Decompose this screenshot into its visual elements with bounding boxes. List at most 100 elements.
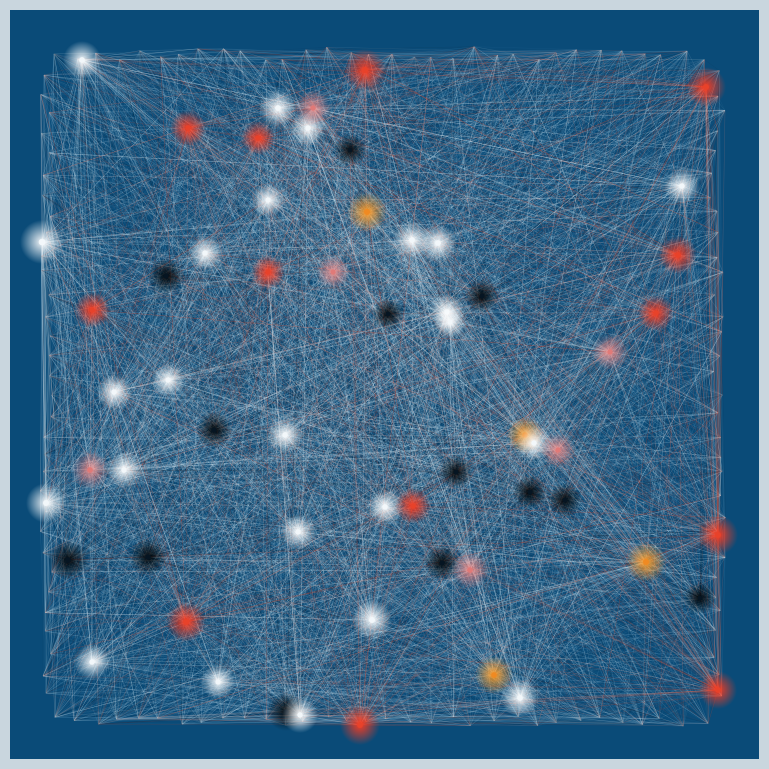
graph-edge (371, 619, 715, 658)
graph-edge (257, 86, 707, 139)
graph-edge (45, 53, 55, 694)
graph-edge (95, 52, 269, 273)
graph-edge (240, 50, 540, 60)
graph-edge (580, 610, 721, 721)
graph-edge (222, 54, 393, 719)
graph-edge (481, 254, 679, 297)
graph-edge (42, 675, 660, 719)
graph-edge (48, 152, 624, 723)
graph-edge (385, 517, 726, 720)
graph-edge (431, 534, 719, 724)
graph-edge (49, 355, 91, 471)
artwork-canvas (10, 10, 759, 759)
graph-edge (67, 49, 602, 561)
graph-edge (601, 50, 647, 563)
graph-edge (285, 57, 432, 713)
graph-edge (138, 695, 722, 719)
graph-edge (312, 49, 602, 109)
graph-edge (42, 195, 557, 723)
graph-edge (366, 56, 415, 213)
graph-edge (178, 54, 206, 254)
graph-edge (43, 174, 719, 414)
graph-edge (257, 137, 526, 436)
graph-edge (41, 54, 498, 257)
graph-edge (42, 675, 223, 719)
graph-edge (187, 127, 724, 273)
graph-edge (599, 50, 688, 718)
graph-edge (49, 355, 75, 721)
graph-edge (81, 59, 711, 198)
graph-edge (43, 355, 50, 438)
graph-edge (49, 185, 683, 337)
graph-edge (365, 130, 719, 722)
graph-edge (81, 59, 611, 353)
graph-edge (431, 597, 701, 724)
graph-edge (49, 375, 559, 451)
graph-edge (113, 231, 719, 393)
graph-edge (178, 54, 535, 444)
graph-edge (44, 295, 483, 632)
graph-edge (599, 50, 688, 718)
graph-edge (414, 56, 643, 725)
graph-edge (217, 681, 471, 727)
graph-edge (113, 391, 387, 720)
graph-edge (410, 239, 413, 723)
graph-edge (40, 94, 624, 723)
graph-edge (50, 416, 386, 508)
graph-edge (50, 434, 286, 655)
graph-edge (98, 69, 366, 725)
graph-edge (41, 133, 44, 554)
graph-edge (223, 48, 448, 313)
graph-edge (42, 556, 149, 677)
graph-edge (200, 321, 451, 723)
graph-edge (95, 52, 352, 54)
graph-edge (113, 391, 684, 727)
graph-edge (41, 130, 718, 257)
graph-edge (384, 506, 624, 723)
graph-edge (49, 355, 56, 718)
graph-edge (473, 46, 624, 723)
graph-edge (43, 50, 241, 438)
graph-edge (139, 50, 519, 717)
graph-edge (45, 502, 495, 722)
graph-edge (44, 199, 269, 455)
graph-edge (147, 556, 301, 716)
graph-edge (239, 50, 716, 631)
graph-edge (387, 313, 471, 571)
graph-edge (223, 48, 657, 314)
graph-edge (40, 50, 688, 532)
graph-edge (45, 254, 679, 318)
graph-edge (557, 49, 577, 451)
graph-edge (41, 241, 647, 563)
graph-edge (222, 716, 454, 719)
graph-edge (368, 54, 448, 313)
graph-edge (42, 175, 557, 723)
graph-edge (42, 313, 389, 677)
graph-edge (77, 58, 679, 256)
graph-edge (717, 70, 720, 691)
graph-edge (305, 49, 724, 318)
graph-edge (222, 312, 657, 719)
graph-edge (455, 55, 498, 473)
graph-edge (53, 53, 139, 719)
graph-edge (621, 50, 647, 563)
graph-edge (346, 457, 722, 722)
graph-edge (48, 294, 624, 723)
graph-edge (213, 429, 267, 720)
graph-edge (42, 175, 50, 356)
graph-edge (455, 471, 715, 658)
graph-edge (601, 49, 646, 55)
graph-edge (45, 502, 414, 507)
graph-edge (43, 46, 475, 76)
graph-edge (113, 391, 286, 436)
graph-edge (326, 47, 726, 518)
graph-edge (81, 49, 577, 61)
graph-edge (48, 107, 279, 154)
graph-edge (538, 59, 684, 727)
graph-edge (43, 59, 705, 176)
graph-edge (267, 271, 660, 719)
graph-edge (48, 294, 361, 726)
graph-edge (89, 271, 724, 471)
graph-edge (42, 175, 44, 438)
graph-edge (77, 58, 712, 174)
